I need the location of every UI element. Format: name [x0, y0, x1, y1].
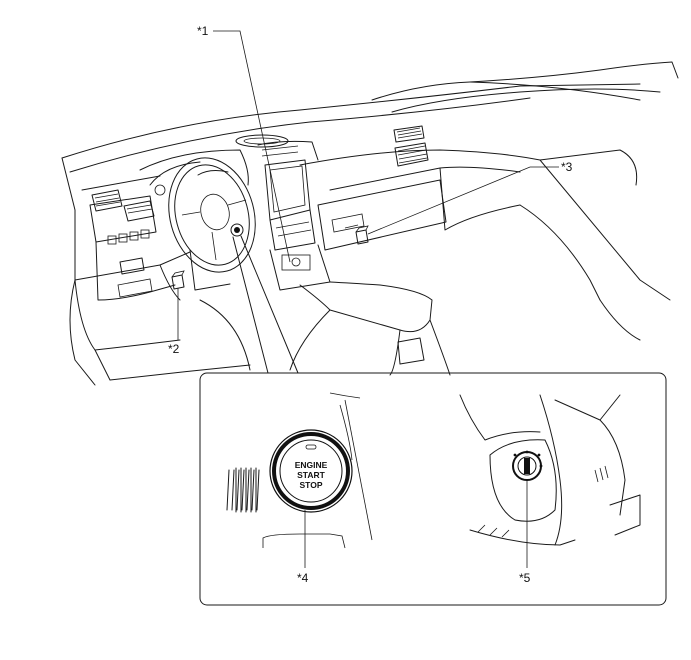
callout-3: *3	[561, 160, 573, 174]
detail-inset	[199, 372, 667, 606]
key-cylinder	[512, 450, 543, 481]
button-line-2: START	[297, 470, 326, 480]
engine-switch-button: ENGINE START STOP	[269, 429, 353, 513]
callout-1: *1	[197, 24, 209, 38]
callout-4: *4	[297, 571, 309, 585]
key-cylinder-view	[459, 394, 641, 546]
leader-lines	[177, 30, 559, 374]
button-line-1: ENGINE	[295, 460, 328, 470]
callout-2: *2	[168, 342, 180, 356]
button-line-3: STOP	[300, 480, 323, 490]
dashboard-illustration	[61, 61, 679, 386]
callout-5: *5	[519, 571, 531, 585]
vent-grille	[226, 467, 260, 513]
